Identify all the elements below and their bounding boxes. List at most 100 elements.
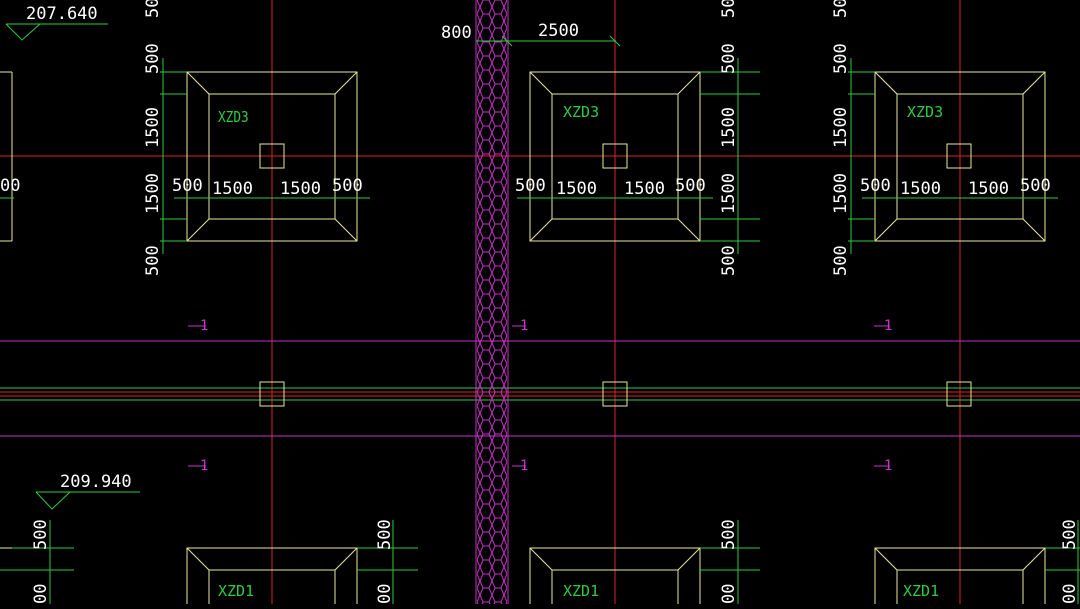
footing-corner [334,218,358,242]
footing-inner [208,93,336,220]
elevation-triangle [35,491,71,510]
dim-tick [609,35,621,47]
footing-corner [874,547,898,571]
dim-text: 500 [375,519,395,550]
elevation-marker-mid[interactable]: 209.940 [35,472,140,510]
footing-corner [529,547,553,571]
footing-corner [186,71,210,95]
dim-text: 500 [860,176,891,196]
dim-text: 00 [1060,584,1080,604]
dim-text: 500 [675,176,706,196]
dim-text: 1500 [968,179,1009,199]
dim-gap: 800 [441,23,472,43]
footing-inner [896,93,1024,220]
footing-partial-left: 00 500 [0,0,163,242]
footing-corner [677,218,701,242]
footing-column [259,143,285,169]
footing-label: XZD3 [218,109,249,126]
dim-text: 00 [719,584,739,604]
hatched-strip [475,0,509,604]
column-3[interactable] [946,381,972,407]
footing-corner [1022,71,1046,95]
footing-corner [874,218,898,242]
footing-label: XZD1 [218,582,254,600]
hatched-strip-fill [477,0,507,604]
dim-text: 1500 [280,179,321,199]
dim-text: 00 [375,584,395,604]
footing-xzd1-2[interactable]: XZD1 500 00 [529,519,760,604]
column-2[interactable] [602,381,628,407]
dim-text: 00 [0,176,20,196]
footing-corner [334,547,358,571]
footing-inner [551,569,679,604]
footing-corner [186,547,210,571]
footing-outer [529,547,701,604]
footing-corner [529,218,553,242]
dim-text: 1500 [831,173,851,214]
dim-text: 1500 [143,107,163,148]
footing-outer [186,547,358,604]
footing-label: XZD3 [563,103,599,121]
dim-text: 500 [1020,176,1051,196]
footing-corner [1022,218,1046,242]
footing-inner [208,569,336,604]
section-marks: 1 1 1 1 1 1 [188,318,892,474]
beam-columns [259,381,972,407]
footing-corner [529,71,553,95]
footing-xzd3-3[interactable]: XZD3 500 1500 1500 500 500 1500 1500 500… [831,0,1058,276]
dim-text: 500 [515,176,546,196]
footing-label: XZD1 [563,582,599,600]
elevation-marker-top[interactable]: 207.640 [5,4,108,41]
footing-xzd3-2[interactable]: XZD3 500 1500 1500 500 500 1500 1500 500… [515,0,760,276]
elevation-value: 209.940 [60,472,132,492]
dim-text: 500 [172,176,203,196]
dim-span: 2500 [538,21,579,41]
dim-text: 1500 [143,173,163,214]
footing-outer [874,547,1046,604]
dim-text: 1500 [719,173,739,214]
dimension-top: 800 2500 [441,21,621,47]
dim-text: 1500 [624,179,665,199]
dim-text: 500 [831,245,851,276]
dim-text: 500 [719,519,739,550]
dim-text: 1500 [719,107,739,148]
elevation-value: 207.640 [26,4,98,24]
dim-text: 1500 [212,179,253,199]
footing-inner [551,93,679,220]
footing-corner [677,547,701,571]
footing-xzd1-1[interactable]: XZD1 500 00 [186,519,418,604]
dim-text: 500 [31,519,51,550]
dim-text: 500 [719,0,739,18]
dim-text: 500 [719,245,739,276]
footing-outer [874,71,1046,242]
dim-text: 500 [831,43,851,74]
dim-text: 500 [143,245,163,276]
footing-column [946,143,972,169]
elevation-triangle [5,23,41,41]
dim-text: 500 [143,0,163,18]
footing-corner [874,71,898,95]
footing-label: XZD3 [907,103,943,121]
dim-text: 500 [1060,519,1080,550]
footing-outer [529,71,701,242]
footing-column [602,143,628,169]
dim-text: 500 [719,43,739,74]
footing-outer [186,71,358,242]
footing-xzd1-partial-left: 500 00 [0,519,74,604]
footing-label: XZD1 [903,582,939,600]
footing-corner [186,218,210,242]
footing-corner [1022,547,1046,571]
dim-text: 500 [143,43,163,74]
dim-text: 1500 [831,107,851,148]
dim-text: 00 [31,584,51,604]
column-1[interactable] [259,381,285,407]
footing-corner [334,71,358,95]
footing-corner [677,71,701,95]
footing-inner [896,569,1024,604]
footing-xzd1-3[interactable]: XZD1 500 00 [874,519,1080,604]
footing-xzd3-1[interactable]: XZD3 500 1500 1500 500 500 1500 1500 500 [143,43,370,276]
dim-text: 1500 [900,179,941,199]
